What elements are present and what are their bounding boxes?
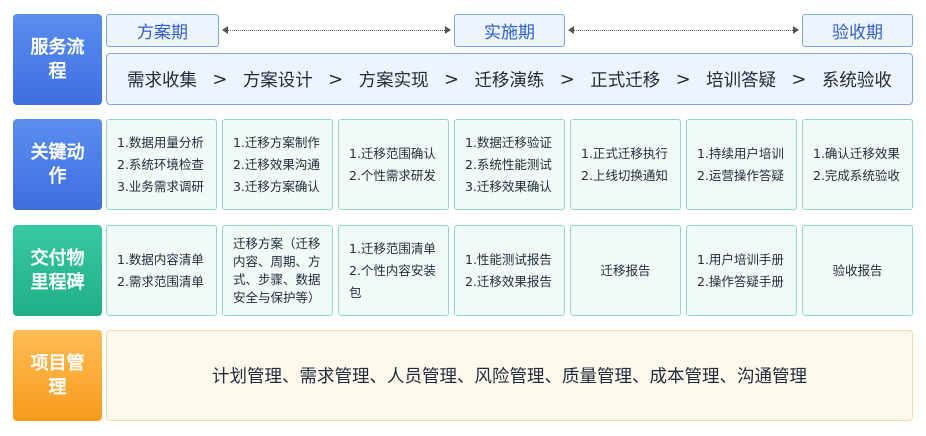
phase-acceptance: 验收期 [802, 14, 913, 47]
flow-separator: > [212, 68, 228, 90]
row-label-project-management: 项目管理 [13, 330, 102, 421]
phase-scheme: 方案期 [106, 14, 219, 47]
key-action-item: 2.系统环境检查 [117, 156, 204, 172]
deliverable-item: 1.性能测试报告 [465, 251, 552, 267]
key-action-item: 2.个性需求研发 [349, 167, 436, 183]
key-action-item: 3.业务需求调研 [117, 178, 204, 194]
deliverable-item: 2.需求范围清单 [117, 273, 204, 289]
phase-implementation: 实施期 [454, 14, 565, 47]
key-action-item: 1.数据用量分析 [117, 134, 204, 150]
flow-step: 正式迁移 [590, 70, 661, 91]
key-action-cell: 1.迁移方案制作 2.迁移效果沟通 3.迁移方案确认 [222, 119, 333, 210]
flow-separator: > [559, 68, 575, 90]
flow-step: 培训答疑 [706, 70, 777, 91]
key-action-item: 1.数据迁移验证 [465, 134, 552, 150]
key-action-cell: 1.持续用户培训 2.运营操作答疑 [686, 119, 797, 210]
deliverable-item: 1.迁移范围清单 [349, 240, 436, 256]
deliverable-item: 验收报告 [832, 262, 883, 278]
phase-arrow-1 [222, 26, 451, 34]
flow-step: 方案实现 [358, 70, 429, 91]
key-action-item: 3.迁移方案确认 [233, 178, 320, 194]
deliverable-cell: 迁移报告 [570, 225, 681, 316]
deliverable-cell: 1.数据内容清单 2.需求范围清单 [106, 225, 217, 316]
deliverable-item: 2.个性内容安装包 [349, 262, 436, 300]
project-management-box: 计划管理、需求管理、人员管理、风险管理、质量管理、成本管理、沟通管理 [106, 330, 913, 421]
flow-separator: > [443, 68, 460, 90]
deliverable-item: 1.数据内容清单 [117, 251, 204, 267]
deliverable-cell: 1.迁移范围清单 2.个性内容安装包 [338, 225, 449, 316]
key-action-item: 2.迁移效果沟通 [233, 156, 320, 172]
key-action-cell: 1.确认迁移效果 2.完成系统验收 [802, 119, 913, 210]
phase-arrow-2 [568, 26, 799, 34]
flow-separator: > [675, 68, 691, 90]
key-action-item: 2.完成系统验收 [813, 167, 900, 183]
key-action-cell: 1.数据用量分析 2.系统环境检查 3.业务需求调研 [106, 119, 217, 210]
flow-separator: > [791, 68, 807, 90]
deliverable-cell: 验收报告 [802, 225, 913, 316]
service-flow-bar: 需求收集 > 方案设计 > 方案实现 > 迁移演练 > 正式迁移 > 培训答疑 … [106, 53, 913, 105]
key-action-cell: 1.正式迁移执行 2.上线切换通知 [570, 119, 681, 210]
key-action-item: 1.确认迁移效果 [813, 145, 900, 161]
deliverable-cell: 迁移方案（迁移内容、周期、方式、步骤、数据安全与保护等） [222, 225, 333, 316]
flow-step: 方案设计 [242, 70, 313, 91]
deliverable-item: 1.用户培训手册 [697, 251, 784, 267]
key-action-cell: 1.迁移范围确认 2.个性需求研发 [338, 119, 449, 210]
key-action-item: 1.迁移范围确认 [349, 145, 436, 161]
key-action-item: 1.正式迁移执行 [581, 145, 668, 161]
key-action-item: 2.系统性能测试 [465, 156, 552, 172]
row-label-service-flow: 服务流程 [13, 14, 102, 105]
key-action-item: 2.上线切换通知 [581, 167, 668, 183]
deliverable-item: 2.迁移效果报告 [465, 273, 552, 289]
key-action-item: 3.迁移效果确认 [465, 178, 552, 194]
row-label-deliverables: 交付物里程碑 [13, 225, 102, 316]
management-items: 计划管理、需求管理、人员管理、风险管理、质量管理、成本管理、沟通管理 [212, 367, 807, 387]
deliverable-cell: 1.用户培训手册 2.操作答疑手册 [686, 225, 797, 316]
row-label-key-actions: 关键动作 [13, 119, 102, 210]
flow-separator: > [328, 68, 344, 90]
flow-step: 需求收集 [127, 70, 197, 91]
key-action-item: 2.运营操作答疑 [697, 167, 784, 183]
deliverable-item: 迁移方案（迁移内容、周期、方式、步骤、数据安全与保护等） [233, 235, 321, 305]
flow-step: 系统验收 [821, 70, 892, 91]
key-action-item: 1.持续用户培训 [697, 145, 784, 161]
deliverable-item: 2.操作答疑手册 [697, 273, 784, 289]
flow-step: 迁移演练 [474, 70, 545, 91]
deliverable-item: 迁移报告 [600, 262, 651, 278]
key-action-item: 1.迁移方案制作 [233, 134, 320, 150]
deliverable-cell: 1.性能测试报告 2.迁移效果报告 [454, 225, 565, 316]
key-action-cell: 1.数据迁移验证 2.系统性能测试 3.迁移效果确认 [454, 119, 565, 210]
